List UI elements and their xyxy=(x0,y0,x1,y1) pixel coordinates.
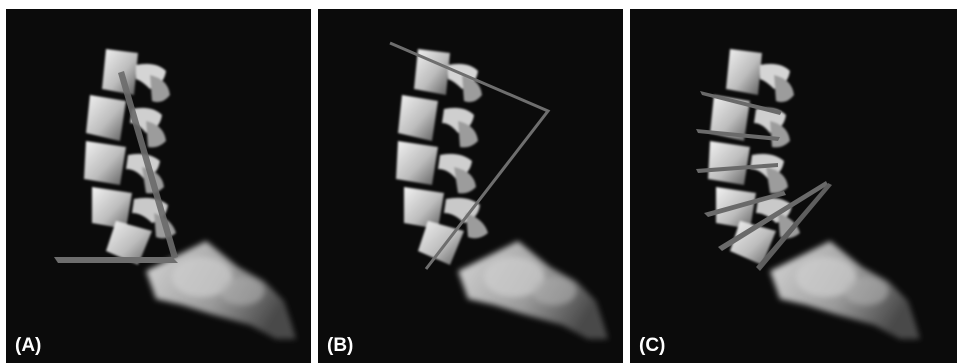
spine-model-a xyxy=(6,9,311,363)
panel-label: (C) xyxy=(639,336,665,355)
panel-label: (A) xyxy=(15,336,41,355)
panel-label: (B) xyxy=(327,336,353,355)
spine-model-b xyxy=(318,9,623,363)
panel-c: (C) xyxy=(630,9,957,363)
spine-model-c xyxy=(630,9,957,363)
panel-a: (A) xyxy=(6,9,311,363)
panel-b: (B) xyxy=(318,9,623,363)
plane-horizontal xyxy=(54,257,178,263)
